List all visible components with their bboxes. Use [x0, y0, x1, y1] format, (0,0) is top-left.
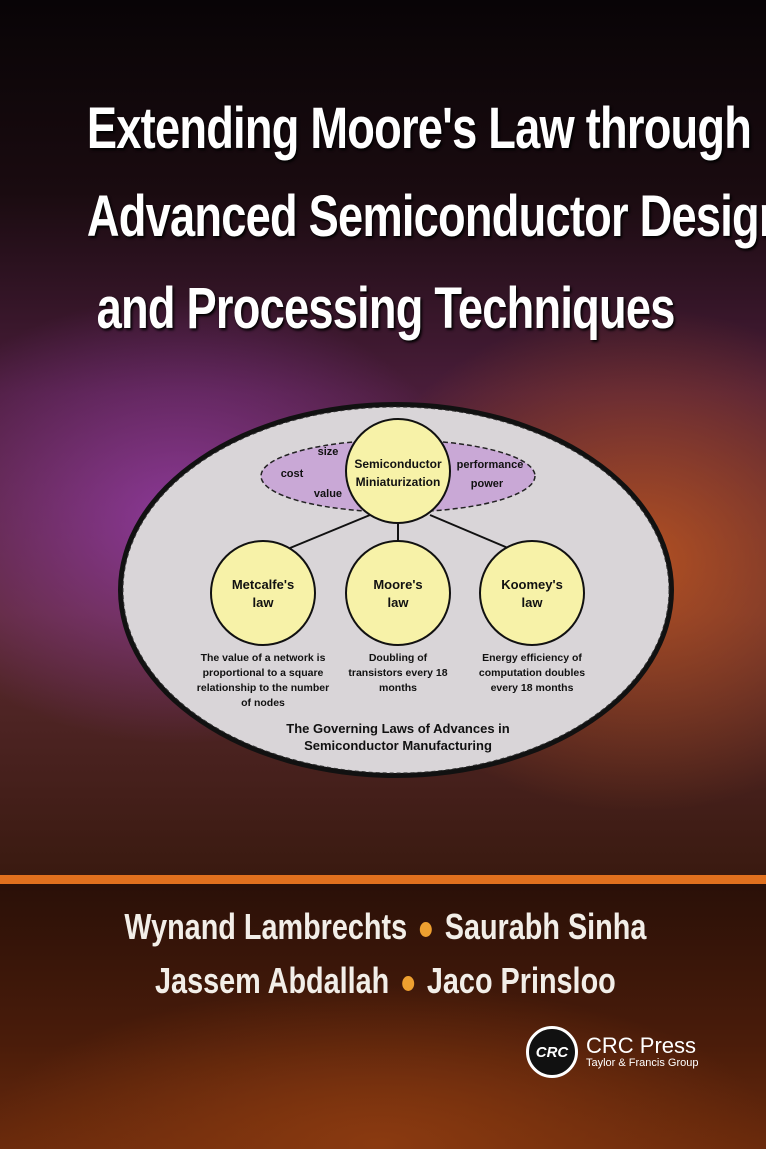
center-label-1: Semiconductor — [354, 457, 442, 471]
title-line-2: Advanced Semiconductor Design — [86, 184, 766, 249]
center-label-2: Miniaturization — [356, 475, 441, 489]
author-name: Jassem Abdallah — [155, 960, 390, 1001]
publisher-group: Taylor & Francis Group — [586, 1057, 699, 1069]
attr-value: value — [314, 488, 342, 500]
cover-background-bottom — [0, 884, 766, 1149]
title-line-1: Extending Moore's Law through — [86, 96, 752, 161]
law-desc: Doubling of — [369, 652, 428, 664]
law-desc: months — [379, 682, 417, 694]
law-desc: every 18 months — [491, 682, 574, 694]
authors-row-2: Jassem Abdallah Jaco Prinsloo — [79, 960, 692, 1002]
center-circle — [345, 418, 451, 524]
orange-divider — [0, 875, 766, 884]
law-name: Koomey's — [501, 577, 563, 592]
connector — [429, 514, 509, 549]
publisher-name: CRC Press — [586, 1033, 697, 1058]
bullet-icon — [402, 975, 415, 991]
author-name: Wynand Lambrechts — [124, 906, 408, 947]
bullet-icon — [419, 921, 432, 937]
attr-cost: cost — [281, 468, 304, 480]
law-desc: computation doubles — [479, 667, 585, 679]
law-koomey: Koomey's law Energy efficiency of comput… — [479, 540, 585, 694]
author-name: Saurabh Sinha — [444, 906, 647, 947]
connector — [289, 514, 371, 549]
attr-size: size — [318, 446, 339, 458]
law-name: law — [253, 595, 275, 610]
attr-power: power — [471, 478, 504, 490]
law-name: Moore's — [373, 577, 422, 592]
law-desc: proportional to a square — [203, 667, 324, 679]
law-desc: relationship to the number — [197, 682, 329, 694]
law-metcalfe: Metcalfe's law The value of a network is… — [197, 540, 329, 709]
laws-diagram: Semiconductor Miniaturization size cost … — [122, 406, 670, 774]
diagram-caption-1: The Governing Laws of Advances in — [286, 721, 510, 736]
law-desc: transistors every 18 — [348, 667, 447, 679]
attr-performance: performance — [457, 459, 524, 471]
author-name: Jaco Prinsloo — [426, 960, 616, 1001]
law-name: law — [388, 595, 410, 610]
law-desc: Energy efficiency of — [482, 652, 582, 664]
diagram-caption-2: Semiconductor Manufacturing — [304, 738, 492, 753]
publisher-logo: CRC CRC Press Taylor & Francis Group — [526, 1026, 698, 1078]
law-desc: The value of a network is — [201, 652, 326, 664]
law-name: law — [522, 595, 544, 610]
law-name: Metcalfe's — [232, 577, 294, 592]
law-desc: of nodes — [241, 697, 285, 709]
title-line-3: and Processing Techniques — [96, 276, 676, 341]
crc-logo-icon: CRC — [526, 1026, 578, 1078]
authors-row-1: Wynand Lambrechts Saurabh Sinha — [79, 906, 692, 948]
law-moore: Moore's law Doubling of transistors ever… — [345, 540, 451, 694]
